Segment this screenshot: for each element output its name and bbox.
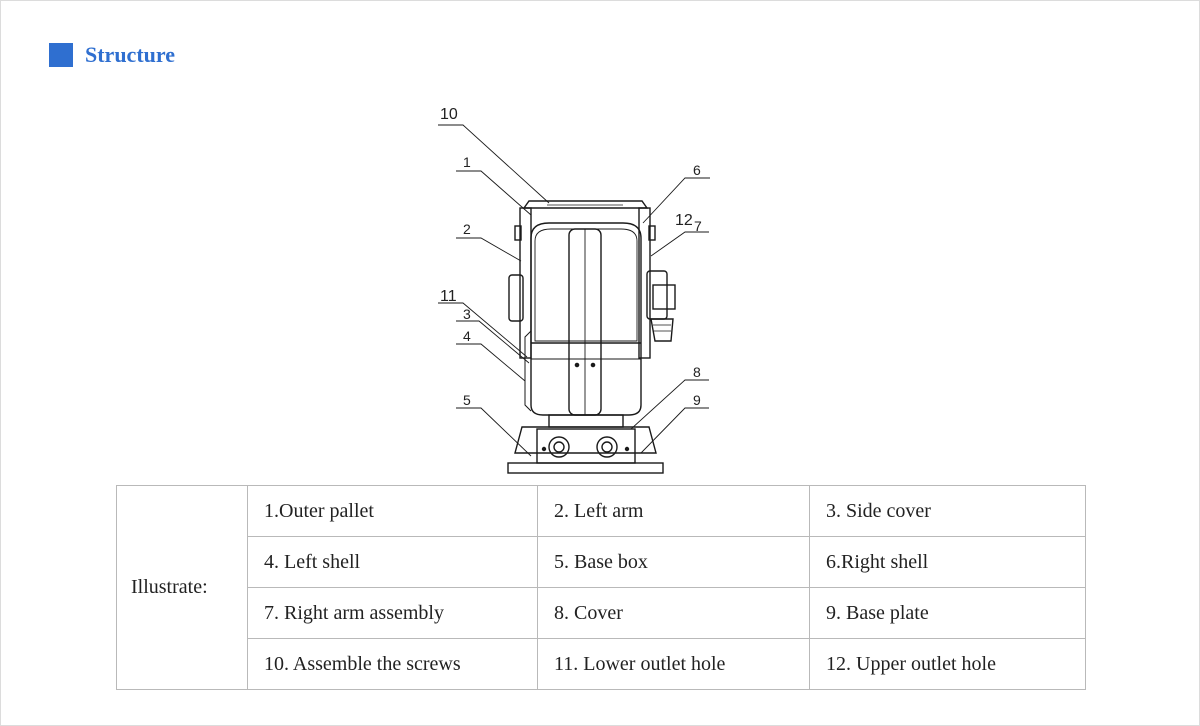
callout-12: 12 — [675, 212, 693, 229]
base-plate — [507, 462, 664, 474]
legend-item: 3. Side cover — [809, 485, 1086, 537]
legend-item: 11. Lower outlet hole — [537, 638, 810, 690]
section-header: Structure — [49, 41, 175, 69]
callout-10: 10 — [440, 106, 458, 123]
callout-3: 3 — [463, 306, 471, 322]
callouts: 10 1 2 11 3 4 5 6 12 7 8 9 — [440, 106, 702, 408]
callout-5: 5 — [463, 392, 471, 408]
callout-11: 11 — [440, 288, 457, 305]
callout-7: 7 — [694, 218, 702, 234]
legend-item: 12. Upper outlet hole — [809, 638, 1086, 690]
section-title: Structure — [85, 42, 176, 67]
callout-9: 9 — [693, 392, 701, 408]
callout-4: 4 — [463, 328, 471, 344]
legend-row: 4. Left shell 5. Base box 6.Right shell — [117, 536, 1086, 588]
legend-header: Illustrate: — [116, 485, 248, 690]
legend-item: 8. Cover — [537, 587, 810, 639]
callout-8: 8 — [693, 364, 701, 380]
left-arm — [508, 207, 532, 359]
structure-diagram: 10 1 2 11 3 4 5 6 12 7 8 9 — [438, 106, 710, 474]
right-arm-assembly — [638, 207, 676, 359]
legend-table: Illustrate: 1.Outer pallet 2. Left arm 3… — [116, 485, 1086, 690]
callout-6: 6 — [693, 162, 701, 178]
section-marker-icon — [49, 43, 73, 67]
outer-pallet — [522, 200, 649, 209]
legend-row: 10. Assemble the screws 11. Lower outlet… — [117, 638, 1086, 690]
base-box — [514, 426, 657, 464]
device-drawing — [507, 200, 676, 474]
legend-item: 10. Assemble the screws — [247, 638, 538, 690]
legend-item: 5. Base box — [537, 536, 810, 588]
legend-item: 6.Right shell — [809, 536, 1086, 588]
callout-2: 2 — [463, 221, 471, 237]
legend-item: 4. Left shell — [247, 536, 538, 588]
side-cover — [524, 330, 532, 412]
legend-row: Illustrate: 1.Outer pallet 2. Left arm 3… — [116, 485, 1086, 690]
shell — [530, 222, 642, 416]
legend-item: 9. Base plate — [809, 587, 1086, 639]
legend-item: 1.Outer pallet — [247, 485, 538, 537]
base-neck — [548, 414, 624, 428]
legend-item: 7. Right arm assembly — [247, 587, 538, 639]
legend-row: 7. Right arm assembly 8. Cover 9. Base p… — [117, 587, 1086, 639]
leader-lines — [438, 124, 710, 457]
legend-item: 2. Left arm — [537, 485, 810, 537]
callout-1: 1 — [463, 154, 471, 170]
